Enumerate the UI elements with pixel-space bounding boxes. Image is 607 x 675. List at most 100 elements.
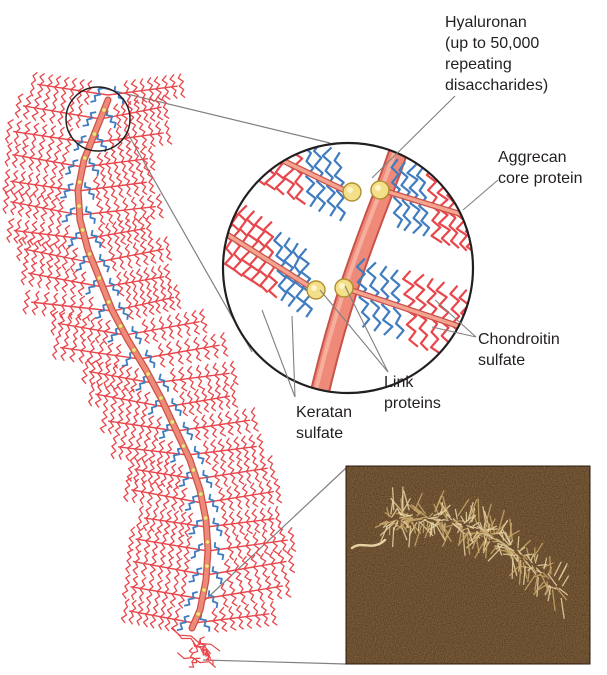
keratan-bristle [209,494,218,512]
label-chondroitin: Chondroitin sulfate [478,329,560,371]
chondroitin-bristle [164,264,172,288]
chondroitin-bristle [189,658,201,667]
chondroitin-bristle [6,120,14,144]
link-protein-dot [92,132,96,136]
keratan-bristle [215,542,224,560]
link-protein-dot [205,564,209,568]
chondroitin-bristle [288,527,296,551]
chondroitin-bristle [149,146,155,170]
core-protein-branch [136,539,208,551]
aggrecan-overview-drawing [3,72,296,667]
link-protein-dot [170,420,174,424]
chondroitin-sulfate-chain [251,109,265,185]
chondroitin-bristle [189,648,194,663]
chondroitin-bristle [200,309,207,333]
chondroitin-bristle [221,332,229,356]
chondroitin-bristle [89,382,96,406]
keratan-bristle [177,616,190,630]
chondroitin-bristle [146,216,153,240]
link-protein-dot [181,444,185,448]
link-protein-dot [159,396,163,400]
core-protein-branch [208,540,288,551]
label-line: (up to 50,000 [445,33,548,54]
chondroitin-bristle [148,170,155,194]
glycosaminoglycan-frond [17,237,93,272]
glycosaminoglycan-frond [6,120,91,153]
micrograph-filament [443,520,448,521]
link-protein-dot [97,276,101,280]
glycosaminoglycan-frond [194,601,277,632]
chondroitin-bristle [100,409,108,433]
micrograph-connector-top [203,468,346,602]
link-protein-highlight [347,187,353,193]
chondroitin-bristle [231,361,239,385]
glycosaminoglycan-frond [123,575,203,609]
glycosaminoglycan-frond [124,478,203,512]
label-line: sulfate [296,423,352,444]
link-protein-dot [196,612,200,616]
label-line: Chondroitin [478,329,560,350]
chondroitin-bristle [288,549,295,573]
keratan-bristle [85,182,94,200]
chondroitin-bristle [274,479,282,503]
glycosaminoglycan-frond [108,74,185,105]
label-keratan: Keratan sulfate [296,402,352,444]
keratan-bristle [65,160,78,174]
chondroitin-bristle [122,599,130,623]
link-protein-highlight [339,283,345,289]
keratan-bristle [195,446,204,464]
glycosaminoglycan-frond [80,194,164,225]
label-line: sulfate [478,350,560,371]
chondroitin-bristle [31,72,38,96]
electron-micrograph [346,466,590,664]
keratan-bristle [92,230,101,248]
glycosaminoglycan-frond [129,527,208,561]
keratan-bristle [62,208,75,222]
glycosaminoglycan-frond [125,309,207,344]
core-protein-branch [95,394,165,407]
glycosaminoglycan-frond [31,72,109,104]
keratan-bristle [107,110,116,128]
label-line: Keratan [296,402,352,423]
link-protein-dot [83,156,87,160]
link-protein-dot [199,492,203,496]
link-protein-dot [107,300,111,304]
label-link: Link proteins [384,372,441,414]
label-line: Aggrecan [498,147,583,168]
glycosaminoglycan-frond [23,290,112,321]
zoom-connector-top [98,87,330,143]
link-protein-dot [132,348,136,352]
chondroitin-bristle [53,336,60,360]
chondroitin-bristle [156,194,163,218]
keratan-bristle [86,280,99,294]
glycosaminoglycan-frond [91,120,172,152]
micrograph-filament [518,537,519,548]
chondroitin-bristle [3,169,10,193]
keratan-bristle [86,206,95,224]
chondroitin-bristle [231,383,239,407]
keratan-bristle [213,566,222,584]
glycosaminoglycan-frond [139,332,228,368]
keratan-bristle [213,518,222,536]
glycosaminoglycan-frond [21,261,103,296]
micrograph-connector-bottom [203,660,346,664]
magnified-detail-circle [220,104,485,400]
link-protein-dot [202,588,206,592]
chondroitin-bristle [7,219,14,243]
chondroitin-bristle [251,407,258,431]
keratan-bristle [60,184,73,198]
chondroitin-bristle [123,575,131,599]
glycosaminoglycan-frond [153,361,238,393]
label-line: Hyaluronan [445,12,548,33]
keratan-bristle [185,496,198,510]
chondroitin-bristle [137,506,144,530]
chondroitin-bristle [5,143,12,167]
link-protein-dot [77,180,81,184]
label-line: repeating [445,54,548,75]
chondroitin-bristle [23,290,30,314]
glycosaminoglycan-frond [113,285,182,320]
chondroitin-bristle [171,628,220,651]
keratan-bristle [68,232,81,246]
chondroitin-bristle [178,74,185,98]
keratan-bristle [119,302,128,320]
